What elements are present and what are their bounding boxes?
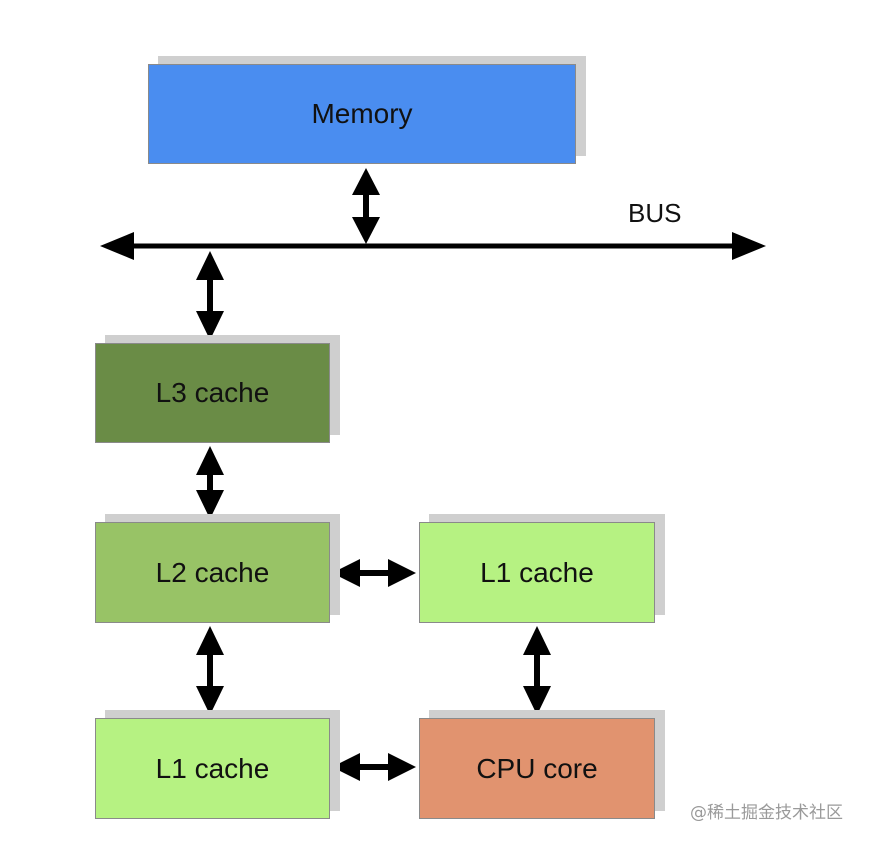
l1-cpu-arrow (523, 626, 551, 715)
l3-l2-arrow (196, 446, 224, 519)
l2-cache-box: L2 cache (95, 522, 330, 623)
memory-bus-arrow (352, 168, 380, 244)
l2-l1-arrow (332, 559, 416, 587)
l3-cache-box: L3 cache (95, 343, 330, 443)
l1-cache-box-left: L1 cache (95, 718, 330, 819)
bus-l3-arrow (196, 251, 224, 340)
watermark: @稀土掘金技术社区 (690, 803, 843, 823)
l2-l1-left-arrow (196, 626, 224, 715)
bus-label: BUS (628, 198, 682, 228)
memory-box: Memory (148, 64, 576, 164)
bus-line (100, 232, 766, 260)
l1-left-cpu-arrow (332, 753, 416, 781)
l1-cache-label-left: L1 cache (155, 752, 270, 784)
l2-cache-label: L2 cache (155, 556, 270, 588)
memory-label: Memory (311, 98, 413, 129)
l1-cache-label-right: L1 cache (480, 556, 594, 588)
cpu-core-label: CPU core (476, 752, 598, 784)
l1-cache-box-right: L1 cache (419, 522, 655, 623)
cpu-core-box: CPU core (419, 718, 655, 819)
l3-cache-label: L3 cache (155, 377, 270, 408)
